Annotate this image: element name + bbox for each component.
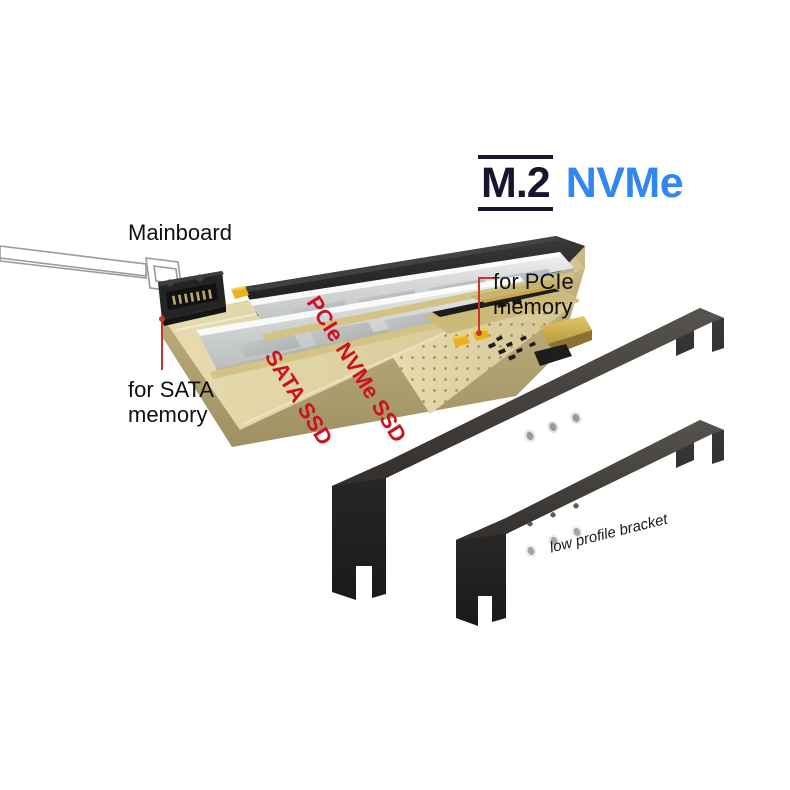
callout-pcie-line2: memory — [493, 293, 573, 319]
leader-dot-pcie — [476, 330, 482, 336]
callout-sata-memory: for SATA memory — [128, 377, 214, 427]
callout-mainboard: Mainboard — [128, 220, 232, 245]
callout-sata-line1: for SATA — [128, 377, 214, 402]
callout-sata-line2: memory — [128, 401, 208, 427]
sata-cable-illustration — [0, 245, 183, 293]
leader-line-sata — [161, 320, 163, 370]
callout-pcie-line1: for PCIe — [493, 269, 574, 294]
m2-pcie-socket — [424, 278, 578, 334]
m2-nvme-logo: M.2 NVMe — [478, 155, 684, 211]
logo-m2-text: M.2 — [478, 155, 553, 211]
pcie-edge-connector — [534, 316, 592, 366]
logo-nvme-text: NVMe — [565, 158, 684, 207]
smd-components — [488, 335, 536, 361]
full-height-bracket — [332, 308, 724, 600]
leader-line-pcie-vertical — [478, 277, 480, 331]
pcb-gold-strip-2 — [262, 272, 575, 341]
callout-pcie-memory: for PCIe memory — [493, 269, 574, 319]
leader-line-pcie-horizontal — [478, 277, 494, 279]
low-profile-bracket — [456, 420, 724, 626]
leader-dot-sata — [159, 316, 165, 322]
sata-connector — [158, 271, 226, 326]
